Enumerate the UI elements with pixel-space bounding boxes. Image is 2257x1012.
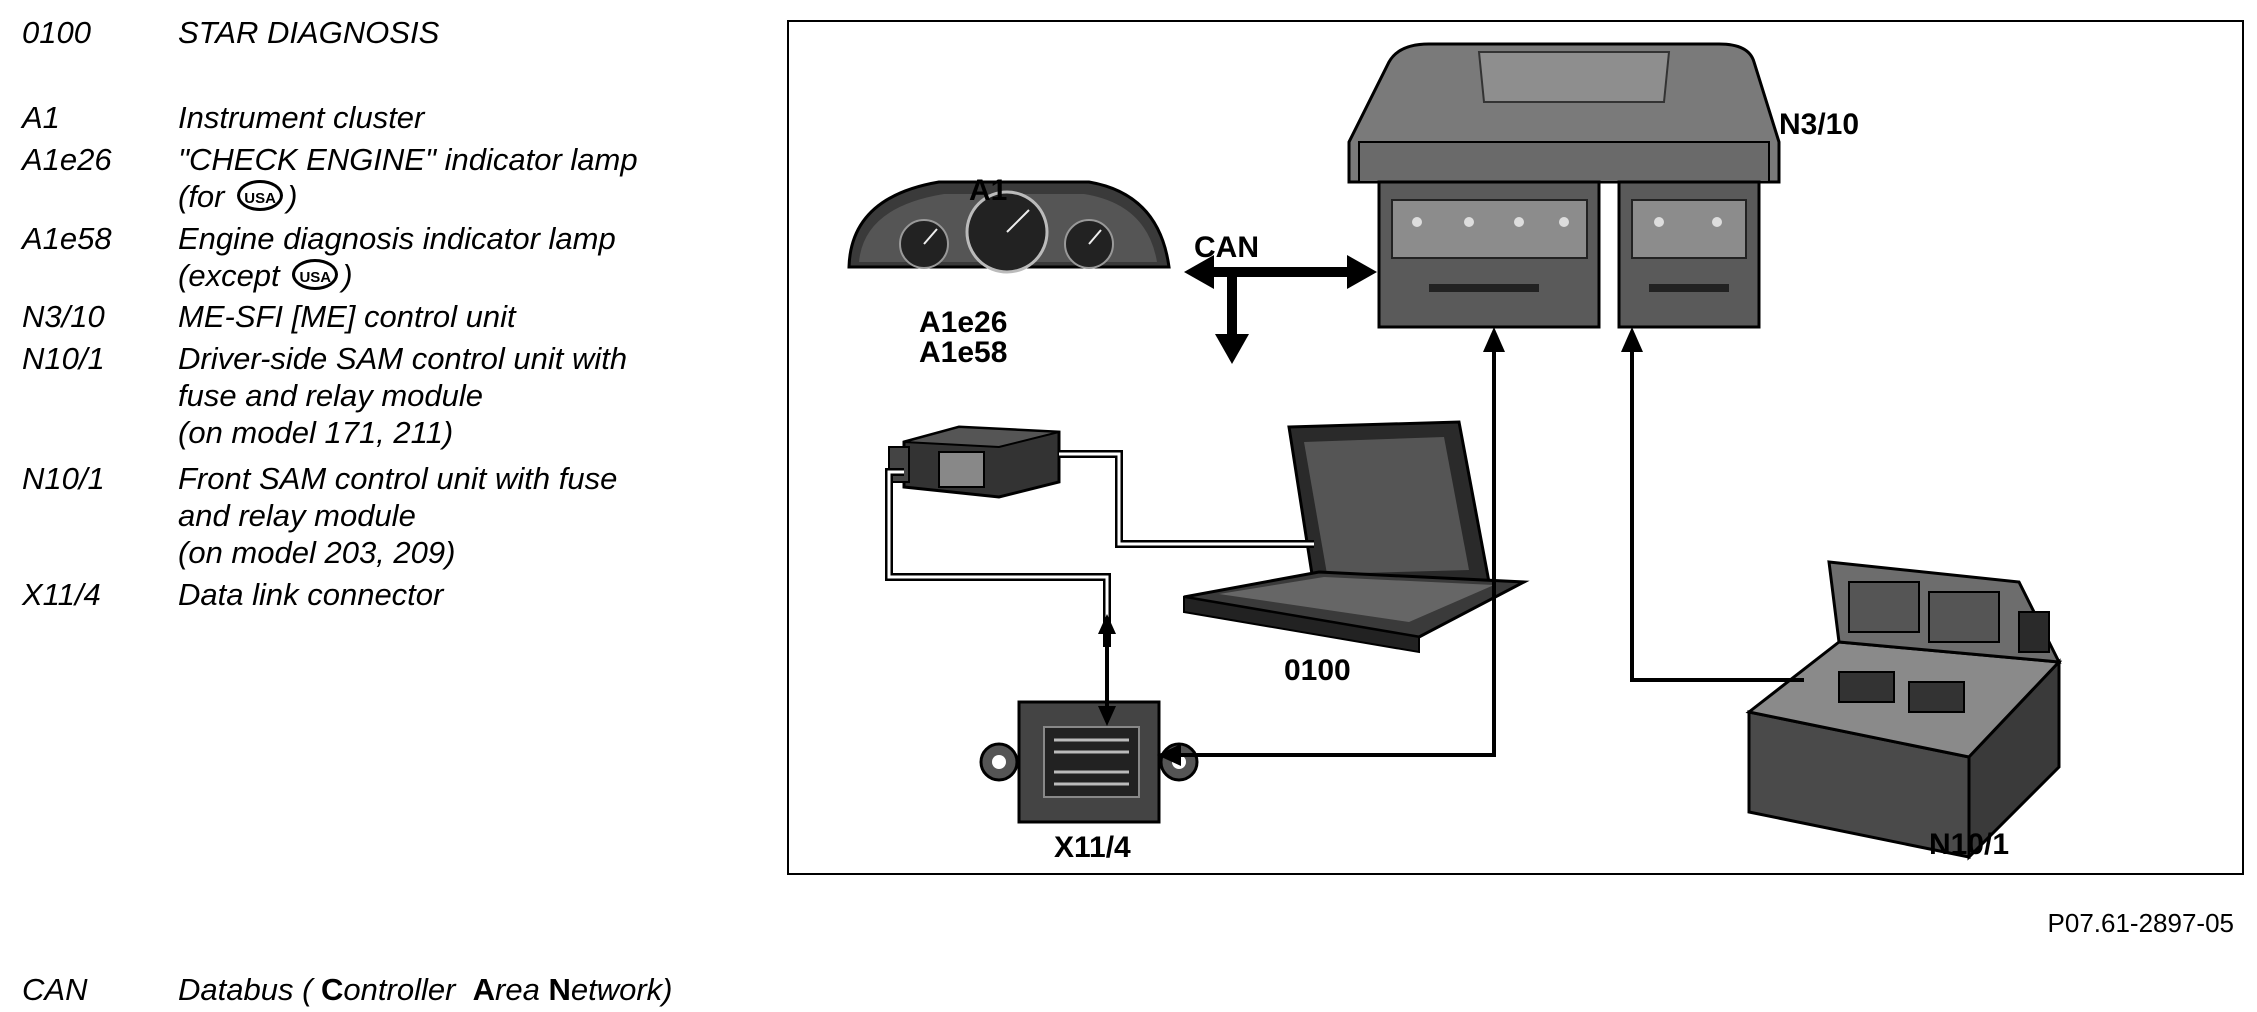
legend-text-line: (on model 203, 209) bbox=[178, 535, 456, 570]
footnote-word: rea bbox=[495, 972, 540, 1007]
laptop-icon bbox=[1183, 420, 1530, 654]
label-a1e58: A1e58 bbox=[919, 336, 1007, 369]
label-can: CAN bbox=[1194, 231, 1259, 264]
footnote-word: ontroller bbox=[343, 972, 456, 1007]
legend-text-line: and relay module bbox=[178, 498, 416, 533]
legend-text-line: (for USA) bbox=[178, 178, 638, 215]
data-link-connector-icon bbox=[979, 700, 1199, 824]
usa-badge-icon: USA bbox=[237, 180, 284, 212]
legend-code: A1e26 bbox=[22, 142, 112, 177]
footnote-word: etwork) bbox=[570, 972, 673, 1007]
label-a1e26: A1e26 bbox=[919, 306, 1007, 339]
label-a1: A1 bbox=[969, 174, 1007, 207]
legend-text-line: fuse and relay module bbox=[178, 378, 484, 413]
star-diagnosis-device-icon bbox=[888, 425, 1061, 499]
label-n3-10: N3/10 bbox=[1779, 108, 1859, 141]
legend-text-suffix: ) bbox=[342, 258, 353, 293]
legend-text: Instrument cluster bbox=[178, 100, 425, 135]
legend-text-prefix: (for bbox=[178, 179, 234, 214]
cable-device-to-connector bbox=[885, 468, 1111, 647]
cable-device-to-laptop bbox=[1059, 450, 1314, 548]
can-bus-arrows bbox=[1184, 255, 1377, 364]
legend-code: N10/1 bbox=[22, 341, 105, 376]
legend-text-line: Driver-side SAM control unit with bbox=[178, 341, 628, 376]
label-0100: 0100 bbox=[1284, 654, 1351, 687]
ecu-n3-10-icon bbox=[1347, 42, 1781, 329]
sam-module-icon bbox=[1745, 560, 2063, 861]
legend-code: N10/1 bbox=[22, 461, 105, 496]
diagnostic-line-connector-to-ecu bbox=[1157, 327, 1505, 766]
legend-text-line: (on model 171, 211) bbox=[178, 415, 454, 450]
diagnostic-line-sam-to-ecu bbox=[1621, 327, 1804, 682]
diagram-frame: A1 A1e26 A1e58 CAN N3/10 0100 X11/4 N10/… bbox=[787, 20, 2244, 875]
legend-text: Front SAM control unit with fuse and rel… bbox=[178, 460, 617, 571]
legend-text: Driver-side SAM control unit with fuse a… bbox=[178, 340, 627, 451]
legend-code: N3/10 bbox=[22, 299, 105, 334]
legend-text: ME-SFI [ME] control unit bbox=[178, 299, 516, 334]
usa-badge-text: USA bbox=[244, 190, 276, 208]
legend-text-line: "CHECK ENGINE" indicator lamp bbox=[178, 142, 638, 177]
legend-code: CAN bbox=[22, 972, 88, 1007]
usa-badge-icon: USA bbox=[292, 259, 339, 291]
legend-code: A1 bbox=[22, 100, 60, 135]
legend-text: Engine diagnosis indicator lamp (except … bbox=[178, 220, 616, 294]
legend-text-suffix: ) bbox=[287, 179, 298, 214]
legend-text: Data link connector bbox=[178, 577, 444, 612]
legend-text: STAR DIAGNOSIS bbox=[178, 15, 440, 50]
legend-text-prefix: (except bbox=[178, 258, 289, 293]
legend-code: X11/4 bbox=[22, 577, 101, 612]
footnote-highlight: C bbox=[321, 972, 344, 1007]
label-n10-1: N10/1 bbox=[1929, 828, 2009, 861]
connector-double-arrow bbox=[1098, 614, 1116, 726]
legend-code: A1e58 bbox=[22, 221, 112, 256]
legend-code: 0100 bbox=[22, 15, 91, 50]
label-x11-4: X11/4 bbox=[1054, 831, 1131, 864]
usa-badge-text: USA bbox=[299, 269, 332, 287]
legend-text: Databus ( Controller Area Network) bbox=[178, 972, 673, 1008]
legend-text-line: Front SAM control unit with fuse bbox=[178, 461, 618, 496]
legend-text-line: (except USA) bbox=[178, 257, 616, 294]
footnote-prefix: Databus ( bbox=[178, 972, 313, 1007]
footnote-highlight: A bbox=[472, 972, 496, 1007]
legend-text-line: Engine diagnosis indicator lamp bbox=[178, 221, 616, 256]
diagram-svg: A1 A1e26 A1e58 CAN N3/10 0100 X11/4 N10/… bbox=[847, 42, 2063, 864]
instrument-cluster-icon bbox=[847, 180, 1171, 274]
legend-text: "CHECK ENGINE" indicator lamp (for USA) bbox=[178, 141, 638, 215]
footnote-highlight: N bbox=[548, 972, 571, 1007]
figure-code: P07.61-2897-05 bbox=[2047, 908, 2234, 938]
